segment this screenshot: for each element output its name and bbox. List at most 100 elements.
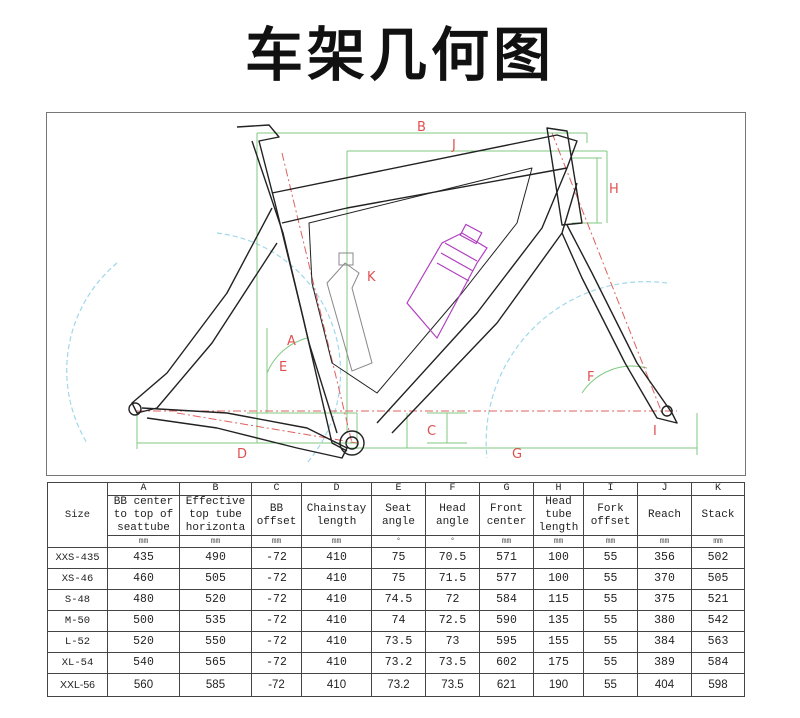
- value-cell: 100: [533, 568, 584, 590]
- value-cell: 356: [637, 547, 692, 569]
- dim-label-A: A: [287, 334, 296, 349]
- value-cell: 410: [301, 673, 372, 697]
- value-cell: 155: [533, 631, 584, 653]
- value-cell: -72: [251, 568, 302, 590]
- value-cell: 565: [179, 652, 252, 674]
- value-cell: 370: [637, 568, 692, 590]
- value-cell: 480: [107, 589, 180, 611]
- value-cell: 410: [301, 547, 372, 569]
- dim-label-H: H: [609, 182, 619, 197]
- value-cell: 72: [425, 589, 480, 611]
- value-cell: 563: [691, 631, 745, 653]
- value-cell: 380: [637, 610, 692, 632]
- value-cell: 585: [179, 673, 252, 697]
- value-cell: 73.2: [371, 673, 426, 697]
- frame-geometry-svg: B J H K A E F C I D G: [66, 120, 698, 464]
- front-wheel-arc: [485, 281, 668, 459]
- value-cell: 73.2: [371, 652, 426, 674]
- value-cell: -72: [251, 652, 302, 674]
- value-cell: 72.5: [425, 610, 480, 632]
- size-cell: XXS-435: [47, 547, 108, 569]
- value-cell: 410: [301, 631, 372, 653]
- value-cell: 73.5: [425, 652, 480, 674]
- column-letter: H: [533, 482, 584, 496]
- value-cell: 584: [479, 589, 534, 611]
- value-cell: 71.5: [425, 568, 480, 590]
- value-cell: -72: [251, 547, 302, 569]
- column-name: Fork offset: [583, 495, 638, 536]
- bicycle-frame: [128, 124, 678, 459]
- frame-geometry-drawing: B J H K A E F C I D G: [46, 112, 746, 476]
- value-cell: 520: [107, 631, 180, 653]
- column-name: Chainstay length: [301, 495, 372, 536]
- value-cell: 73: [425, 631, 480, 653]
- value-cell: 55: [583, 610, 638, 632]
- geometry-table: Size A B C D E F G H I J K BB center to …: [47, 482, 745, 697]
- value-cell: 175: [533, 652, 584, 674]
- value-cell: 621: [479, 673, 534, 697]
- value-cell: 490: [179, 547, 252, 569]
- value-cell: 520: [179, 589, 252, 611]
- column-unit: mm: [479, 535, 534, 548]
- value-cell: 460: [107, 568, 180, 590]
- value-cell: 435: [107, 547, 180, 569]
- value-cell: 55: [583, 631, 638, 653]
- value-cell: 410: [301, 568, 372, 590]
- rear-wheel-arc-left: [66, 262, 118, 444]
- table-letter-row: Size A B C D E F G H I J K: [47, 482, 745, 548]
- value-cell: 560: [107, 673, 180, 697]
- size-cell: S-48: [47, 589, 108, 611]
- value-cell: 598: [691, 673, 745, 697]
- column-letter: D: [301, 482, 372, 496]
- column-name: BB center to top of seattube: [107, 495, 180, 536]
- value-cell: 595: [479, 631, 534, 653]
- value-cell: 384: [637, 631, 692, 653]
- dimension-labels: B J H K A E F C I D G: [237, 120, 657, 462]
- dim-label-G: G: [512, 447, 522, 462]
- column-unit: mm: [107, 535, 180, 548]
- value-cell: 535: [179, 610, 252, 632]
- column-name: Front center: [479, 495, 534, 536]
- page-title: 车架几何图: [244, 21, 555, 89]
- value-cell: 55: [583, 589, 638, 611]
- value-cell: 500: [107, 610, 180, 632]
- value-cell: 55: [583, 568, 638, 590]
- table-unit-row: mm mm mm mm ° ° mm mm mm mm mm: [48, 535, 745, 548]
- column-letter: I: [583, 482, 638, 496]
- value-cell: 73.5: [425, 673, 480, 697]
- size-cell: M-50: [47, 610, 108, 632]
- value-cell: 115: [533, 589, 584, 611]
- value-cell: 75: [371, 568, 426, 590]
- value-cell: 55: [583, 673, 638, 697]
- column-letter: J: [637, 482, 692, 496]
- value-cell: 55: [583, 547, 638, 569]
- dim-label-B: B: [417, 120, 426, 135]
- column-unit: °: [371, 535, 426, 548]
- column-unit: mm: [533, 535, 584, 548]
- value-cell: 55: [583, 652, 638, 674]
- value-cell: 410: [301, 652, 372, 674]
- dim-label-K: K: [367, 270, 376, 285]
- value-cell: 502: [691, 547, 745, 569]
- column-name: Effective top tube horizonta: [179, 495, 252, 536]
- size-cell: XL-54: [47, 652, 108, 674]
- value-cell: 550: [179, 631, 252, 653]
- column-unit: mm: [637, 535, 692, 548]
- column-unit: mm: [691, 535, 745, 548]
- value-cell: 410: [301, 610, 372, 632]
- column-name: Head angle: [425, 495, 480, 536]
- column-letter: G: [479, 482, 534, 496]
- value-cell: 505: [691, 568, 745, 590]
- column-letter: F: [425, 482, 480, 496]
- column-name: Reach: [637, 495, 692, 536]
- column-name: Stack: [691, 495, 745, 536]
- column-unit: mm: [301, 535, 372, 548]
- value-cell: 190: [533, 673, 584, 697]
- water-bottle-seattube: [326, 252, 373, 372]
